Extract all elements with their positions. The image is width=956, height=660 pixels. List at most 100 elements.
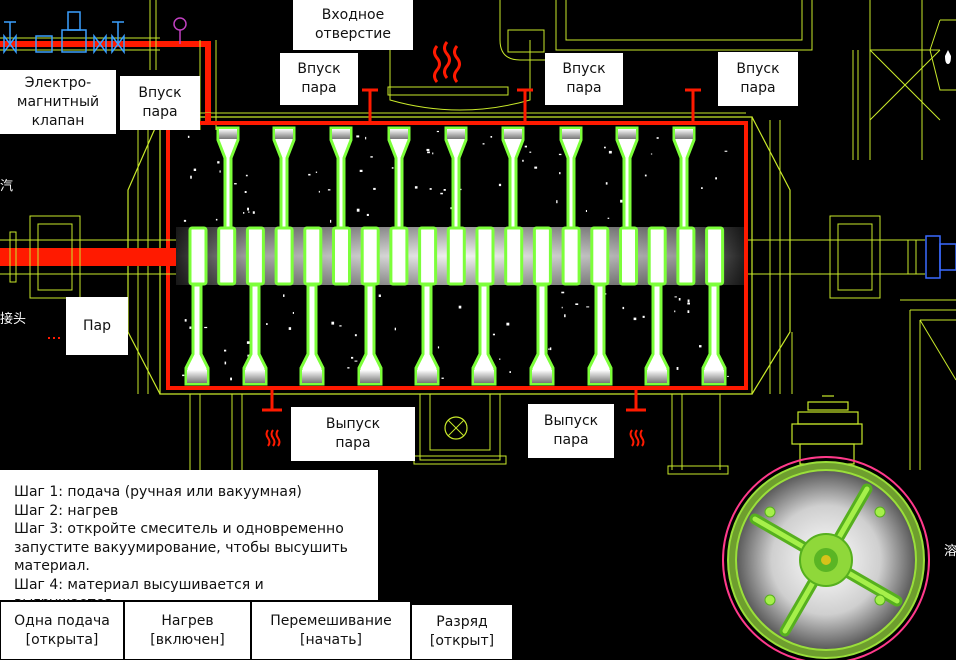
particle xyxy=(245,174,248,177)
lower-paddle xyxy=(184,283,210,386)
steps-panel: Шаг 1: подача (ручная или вакуумная) Шаг… xyxy=(0,470,378,611)
particle xyxy=(351,356,354,359)
particle xyxy=(184,319,187,322)
particle xyxy=(366,213,369,216)
upper-paddle-tip xyxy=(618,129,636,139)
particle xyxy=(715,177,717,180)
disc-bolt xyxy=(874,506,886,518)
coupling-icon xyxy=(925,235,956,279)
particle xyxy=(499,358,501,360)
label-steam-in-1: Впуск пара xyxy=(280,53,358,105)
lower-paddle xyxy=(242,283,268,386)
particle xyxy=(330,219,332,223)
upper-paddle xyxy=(387,126,411,232)
step-1: Шаг 1: подача (ручная или вакуумная) xyxy=(14,484,302,500)
particle xyxy=(674,310,676,313)
lower-paddle-tip xyxy=(417,370,437,383)
particle xyxy=(482,143,485,145)
paddle-hub xyxy=(619,226,638,286)
particle xyxy=(230,377,232,381)
particle xyxy=(556,200,558,204)
particle xyxy=(219,170,221,173)
upper-frame xyxy=(149,0,956,160)
side-glyph-left-mid: 接头 xyxy=(0,312,27,327)
heat-button-state: [включен] xyxy=(150,631,225,648)
upper-paddle-tip xyxy=(275,129,293,139)
side-glyph-right: 溶 xyxy=(944,544,956,559)
particle xyxy=(687,302,690,305)
particle xyxy=(244,191,247,193)
upper-paddle xyxy=(444,126,468,232)
particle xyxy=(458,305,462,309)
material-particles xyxy=(182,130,729,382)
particle xyxy=(266,323,268,325)
particle xyxy=(604,146,606,149)
particle xyxy=(522,159,524,162)
particle xyxy=(365,136,367,140)
particle xyxy=(529,151,532,153)
particle xyxy=(356,135,360,138)
paddle-hub xyxy=(245,226,265,286)
particle xyxy=(633,317,637,321)
paddle-hub xyxy=(274,226,294,286)
heat-button[interactable]: Нагрев [включен] xyxy=(124,601,251,660)
particle xyxy=(561,306,563,309)
paddle-hub xyxy=(705,226,725,286)
upper-paddle-tip xyxy=(390,129,408,139)
particle xyxy=(620,199,623,203)
particle xyxy=(549,347,552,351)
particle xyxy=(394,327,396,331)
support-frame xyxy=(189,299,956,475)
particle xyxy=(243,212,245,214)
mix-button[interactable]: Перемешивание [начать] xyxy=(251,601,411,660)
upper-paddle-tip xyxy=(562,129,580,139)
particle xyxy=(506,322,510,326)
particle xyxy=(440,192,443,195)
lower-paddle xyxy=(414,283,440,386)
check-valve-icon xyxy=(111,21,125,55)
lower-paddle-tip xyxy=(647,370,667,383)
lower-paddle-tip xyxy=(704,370,724,383)
particle xyxy=(607,217,610,219)
paddle-hubs xyxy=(188,226,725,286)
particle xyxy=(224,349,227,352)
particle xyxy=(190,175,192,179)
paddle-hub xyxy=(676,226,696,286)
particle xyxy=(432,152,434,155)
upper-paddle xyxy=(329,126,353,232)
particle xyxy=(443,189,446,191)
lower-paddle xyxy=(471,283,497,386)
solenoid-valve-icon xyxy=(35,11,107,55)
particle xyxy=(182,374,185,377)
lower-paddle-tip xyxy=(302,370,322,383)
particle xyxy=(678,298,681,301)
particle xyxy=(315,171,318,173)
upper-paddle-tip xyxy=(675,129,693,139)
top-drop-icon xyxy=(945,50,951,64)
particle xyxy=(450,207,452,210)
particle xyxy=(339,325,342,327)
feed-button[interactable]: Одна подача [открыта] xyxy=(0,601,124,660)
steam-outlet-nozzles xyxy=(262,390,646,412)
upper-paddle-tip xyxy=(219,129,237,139)
particle xyxy=(674,296,677,298)
upper-paddle xyxy=(559,126,583,232)
dryer-body xyxy=(127,112,791,395)
label-steam: Пар xyxy=(66,297,128,355)
paddle-hub xyxy=(532,226,552,286)
particle xyxy=(436,130,439,133)
particle xyxy=(564,314,566,318)
particle xyxy=(308,173,311,176)
particle xyxy=(327,189,331,191)
discharge-button[interactable]: Разряд [открыт] xyxy=(411,604,513,660)
upper-paddle xyxy=(501,126,525,232)
particle xyxy=(687,310,690,313)
particle xyxy=(217,161,220,164)
particle xyxy=(509,371,511,373)
paddle-hub xyxy=(504,226,524,286)
lower-paddle xyxy=(587,283,613,386)
particle xyxy=(373,187,376,190)
upper-paddle-tip xyxy=(332,129,350,139)
particle xyxy=(359,169,363,172)
